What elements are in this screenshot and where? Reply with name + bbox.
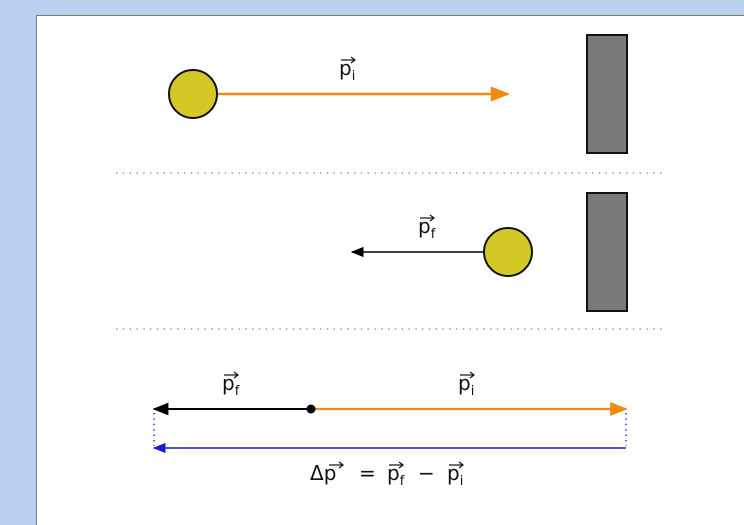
delta-p-symbol: p [324,461,337,485]
svg-text:pf: pf [418,214,436,242]
svg-text:pi: pi [447,461,463,489]
svg-text:pi: pi [458,371,474,399]
initial-momentum-label: pi [339,56,356,84]
pi-subscript: i [471,384,475,399]
scene-initial: pi [168,34,628,154]
delta-symbol: Δ [310,461,324,485]
pf-subscript: f [235,384,240,399]
ball-initial [168,69,218,119]
svg-text:pi: pi [339,56,355,84]
svg-text:pf: pf [222,371,240,399]
final-momentum-subscript: f [431,227,436,242]
rhs-pi-symbol: p [447,461,460,485]
equals-sign: = [359,461,376,485]
svg-text:pf: pf [387,461,405,489]
minus-sign: − [418,461,435,485]
wall-middle [586,192,628,312]
final-momentum-symbol: p [418,214,431,238]
pi-symbol: p [458,371,471,395]
scene-final: pf [350,192,628,312]
rhs-pf-subscript: f [400,474,405,489]
ball-final [483,227,533,277]
wall-top [586,34,628,154]
vector-subtraction: pf pi Δp = pf [152,371,628,489]
pf-vector-label: pf [222,371,240,399]
rhs-pi-subscript: i [460,474,464,489]
pf-symbol: p [222,371,235,395]
initial-momentum-symbol: p [339,56,352,80]
final-momentum-label: pf [418,214,436,242]
delta-p-equation: Δp = pf − pi [310,461,464,489]
vector-origin-dot [306,404,316,414]
rhs-pf-symbol: p [387,461,400,485]
pi-vector-label: pi [458,371,475,399]
svg-text:Δp: Δp [310,461,336,485]
initial-momentum-subscript: i [352,69,356,84]
